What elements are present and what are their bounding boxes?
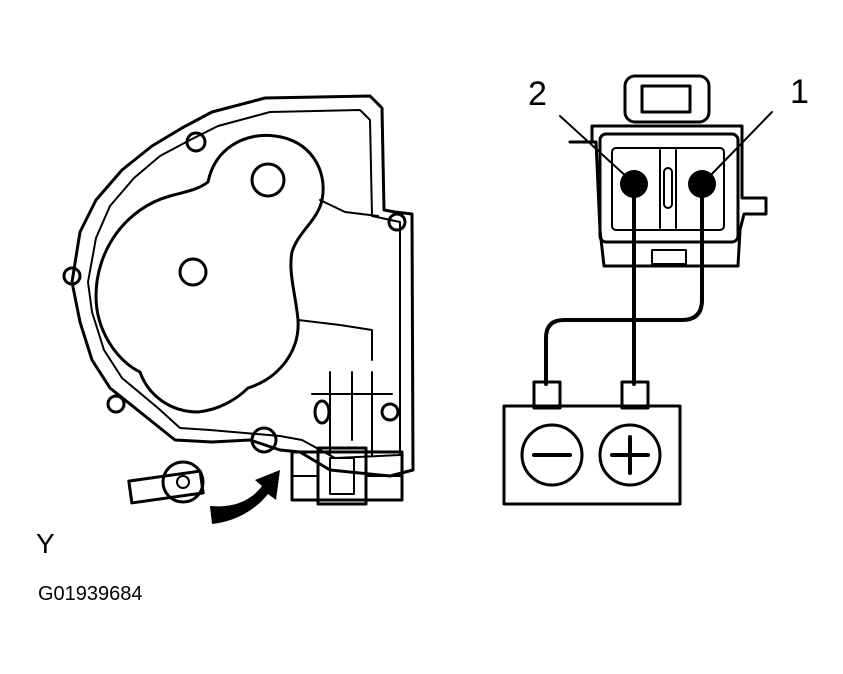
actuator-housing-outline bbox=[70, 94, 415, 478]
terminal-1-leader bbox=[707, 111, 773, 179]
actuator-assembly bbox=[62, 94, 415, 524]
rotation-arrow-icon bbox=[210, 470, 280, 524]
actuator-housing-inner bbox=[87, 109, 401, 459]
battery-negative-post bbox=[532, 380, 562, 410]
main-shaft-boss bbox=[178, 257, 208, 287]
battery bbox=[502, 380, 682, 506]
gear-cover bbox=[94, 133, 325, 414]
connector-test-setup bbox=[502, 74, 773, 506]
bolt-hole-bottom-left bbox=[106, 394, 126, 414]
battery-body bbox=[502, 404, 682, 506]
frame-ribs bbox=[311, 371, 393, 456]
actuator-connector bbox=[290, 446, 404, 506]
bolt-hole-right-top bbox=[387, 212, 407, 232]
gear-cover-step bbox=[297, 199, 379, 361]
terminal-2-label: 2 bbox=[528, 75, 547, 113]
positive-icon bbox=[610, 435, 650, 475]
output-lever bbox=[127, 460, 205, 505]
view-label: Y bbox=[36, 528, 55, 559]
figure-code: G01939684 bbox=[38, 583, 143, 605]
wire-terminal-1-to-negative bbox=[544, 188, 704, 386]
bolt-hole-top bbox=[185, 131, 207, 153]
battery-negative-terminal bbox=[520, 423, 584, 487]
bolt-hole-bottom bbox=[250, 426, 278, 454]
battery-positive-terminal bbox=[598, 423, 662, 487]
bolt-hole-left bbox=[62, 266, 82, 286]
terminal-2-leader bbox=[559, 115, 629, 179]
frame-slot bbox=[313, 399, 331, 425]
upper-shaft-boss bbox=[250, 162, 286, 198]
actuator-connector-front bbox=[568, 74, 768, 268]
battery-positive-post bbox=[620, 380, 650, 410]
bolt-hole-right-bottom bbox=[380, 402, 400, 422]
terminal-1-label: 1 bbox=[790, 73, 809, 111]
